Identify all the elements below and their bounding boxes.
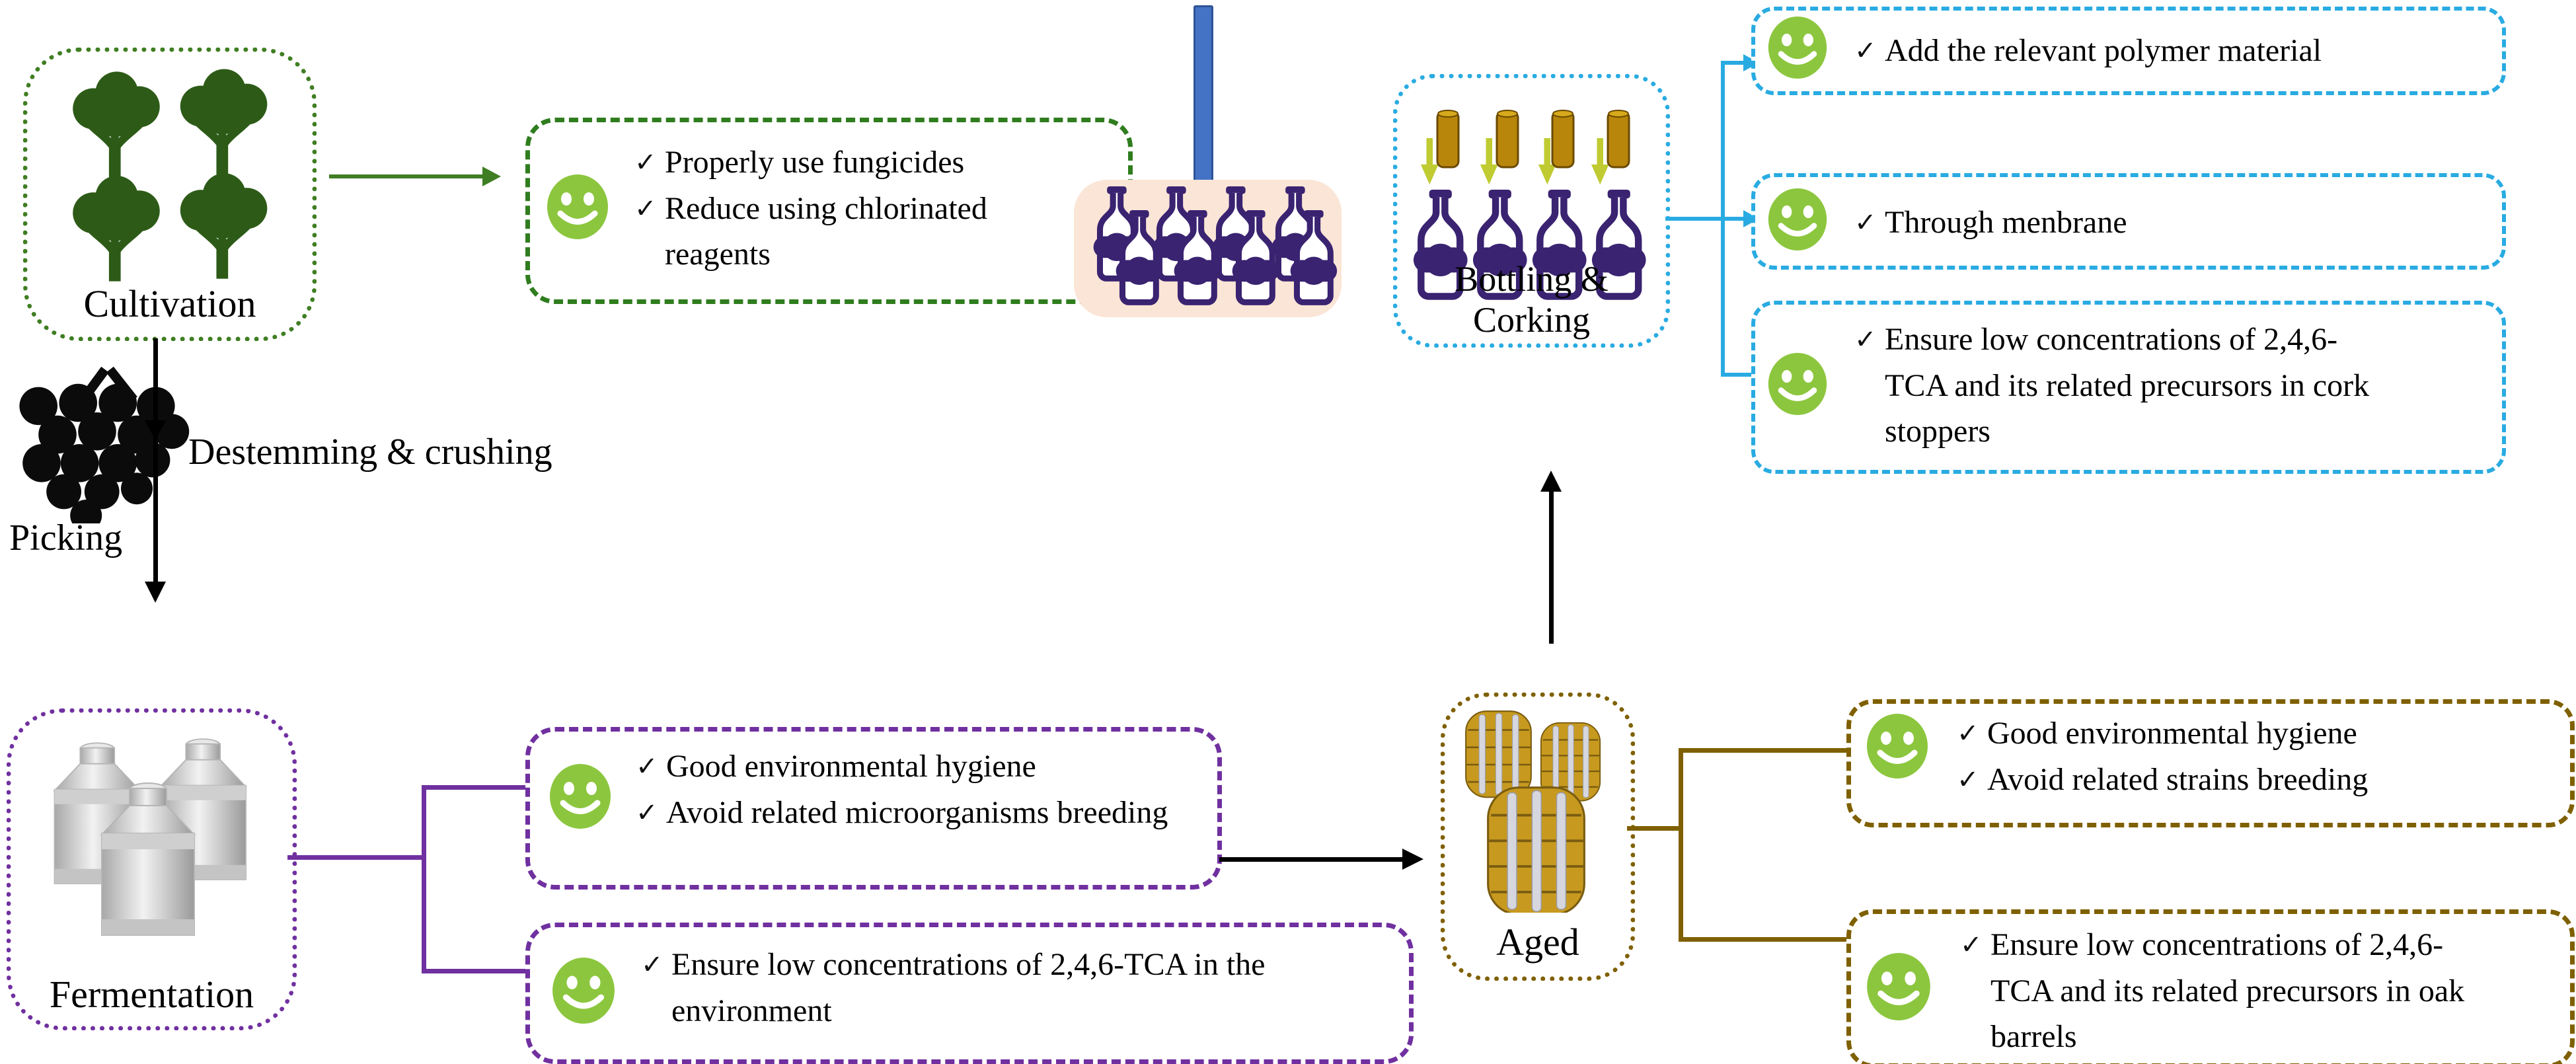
recommendation-text: Ensure low concentrations of 2,4,6-TCA a… [1990,927,2465,1055]
check-icon: ✓ [1854,36,1877,65]
fermentation-tanks-icon [54,738,246,936]
check-icon: ✓ [1960,930,1983,960]
connector-bottling-feed [1665,217,1724,221]
recommendation-item: ✓ Add the relevant polymer material [1854,28,2476,74]
smiley-icon [1864,952,1933,1021]
bottling-recommendations-box-top: ✓ Add the relevant polymer material [1751,7,2506,95]
smiley-icon [1864,713,1930,779]
bottling-label-line2: Corking [1472,300,1590,340]
oak-barrels-icon [1464,710,1601,913]
aged-recommendations-box-bottom: ✓ Ensure low concentrations of 2,4,6-TCA… [1846,909,2575,1064]
recommendation-item: ✓ Good environmental hygiene [1957,710,2545,757]
recommendation-item: ✓ Through menbrane [1854,200,2476,246]
connector-fermentation-branch-top [426,785,525,790]
blue-bar [1193,5,1213,184]
recommendation-text: Good environmental hygiene [666,749,1036,784]
picking-label: Picking [9,517,123,558]
recommendation-item: ✓ Ensure low concentrations of 2,4,6-TCA… [641,942,1269,1034]
recommendation-text: Avoid related microorganisms breeding [666,794,1168,830]
smiley-icon [1766,16,1829,79]
recommendation-text: Add the relevant polymer material [1885,33,2322,68]
arrowhead-to-aged [1402,849,1423,870]
cultivation-label: Cultivation [83,282,256,325]
fermentation-stage-box: Fermentation [7,708,297,1030]
recommendation-text: Good environmental hygiene [1987,716,2357,751]
arrow-cultivation-to-recommendations [329,174,482,178]
fermentation-recommendations-box-top: ✓ Good environmental hygiene ✓ Avoid rel… [525,727,1222,890]
check-icon: ✓ [636,797,658,827]
recommendation-item: ✓ Good environmental hygiene [636,743,1184,790]
smiley-icon [1766,188,1829,251]
arrowhead-to-fermentation [145,582,166,603]
connector-aged-feed [1627,826,1683,831]
fermentation-recommendations-box-bottom: ✓ Ensure low concentrations of 2,4,6-TCA… [525,923,1414,1064]
connector-bottling-branch-middle [1725,217,1745,221]
bottling-label-line1: Bottling & [1455,259,1609,299]
arrowhead-aged-up [1540,471,1562,492]
connector-fermentation-branch-bottom [426,969,525,973]
bottling-corking-stage-box: Bottling & Corking [1393,74,1670,348]
recommendation-text: Properly use fungicides [665,145,965,180]
smiley-icon [550,957,617,1024]
arrow-to-aged-line [1219,857,1404,862]
connector-fermentation-vertical [422,785,426,973]
check-icon: ✓ [1854,324,1877,354]
grapes-icon [5,365,197,523]
connector-bottling-branch-top [1725,61,1745,65]
arrow-aged-up-line [1549,490,1554,644]
check-icon: ✓ [636,751,658,781]
recommendation-item: ✓ Avoid related strains breeding [1957,757,2545,803]
connector-aged-branch-bottom [1683,937,1846,942]
smiley-icon [545,174,611,240]
connector-bottling-vertical [1721,61,1725,377]
vineyard-trees-icon [73,69,268,282]
recommendation-item: ✓ Ensure low concentrations of 2,4,6-TCA… [1854,317,2383,455]
recommendation-text: Ensure low concentrations of 2,4,6-TCA i… [671,947,1266,1028]
check-icon: ✓ [1957,718,1979,748]
arrow-picking-down-line [153,338,158,584]
cultivation-recommendations-box: ✓ Properly use fungicides ✓ Reduce using… [525,118,1133,304]
check-icon: ✓ [641,950,663,979]
fermentation-label: Fermentation [49,973,254,1016]
connector-aged-vertical [1679,748,1683,942]
connector-aged-branch-top [1683,748,1846,753]
recommendation-item: ✓ Reduce using chlorinated reagents [634,186,1097,278]
recommendation-item: ✓ Avoid related microorganisms breeding [636,790,1184,836]
recommendation-item: ✓ Properly use fungicides [634,139,1097,186]
recommendation-text: Through menbrane [1885,205,2127,240]
arrowhead-destemming-mid [145,420,166,440]
check-icon: ✓ [1957,764,1979,794]
arrowhead-cultivation-right [482,167,501,186]
pink-bottles-panel [1074,180,1342,317]
aged-recommendations-box-top: ✓ Good environmental hygiene ✓ Avoid rel… [1846,699,2575,827]
smiley-icon [547,763,613,829]
connector-fermentation-feed [287,855,426,860]
check-icon: ✓ [1854,208,1877,237]
recommendation-text: Ensure low concentrations of 2,4,6-TCA a… [1885,322,2370,449]
check-icon: ✓ [634,193,657,223]
connector-bottling-branch-bottom [1725,373,1753,377]
check-icon: ✓ [634,147,657,177]
wine-bottles-icon [1074,180,1342,317]
destemming-crushing-label: Destemming & crushing [188,432,552,473]
bottling-recommendations-box-bottom: ✓ Ensure low concentrations of 2,4,6-TCA… [1751,301,2506,474]
recommendation-text: Reduce using chlorinated reagents [665,190,987,272]
cultivation-stage-box: Cultivation [23,48,317,341]
aged-stage-box: Aged [1441,693,1635,981]
bottling-recommendations-box-middle: ✓ Through menbrane [1751,173,2506,270]
recommendation-item: ✓ Ensure low concentrations of 2,4,6-TCA… [1960,922,2489,1060]
aged-label: Aged [1496,921,1579,964]
recommendation-text: Avoid related strains breeding [1987,761,2368,797]
smiley-icon [1766,352,1829,416]
